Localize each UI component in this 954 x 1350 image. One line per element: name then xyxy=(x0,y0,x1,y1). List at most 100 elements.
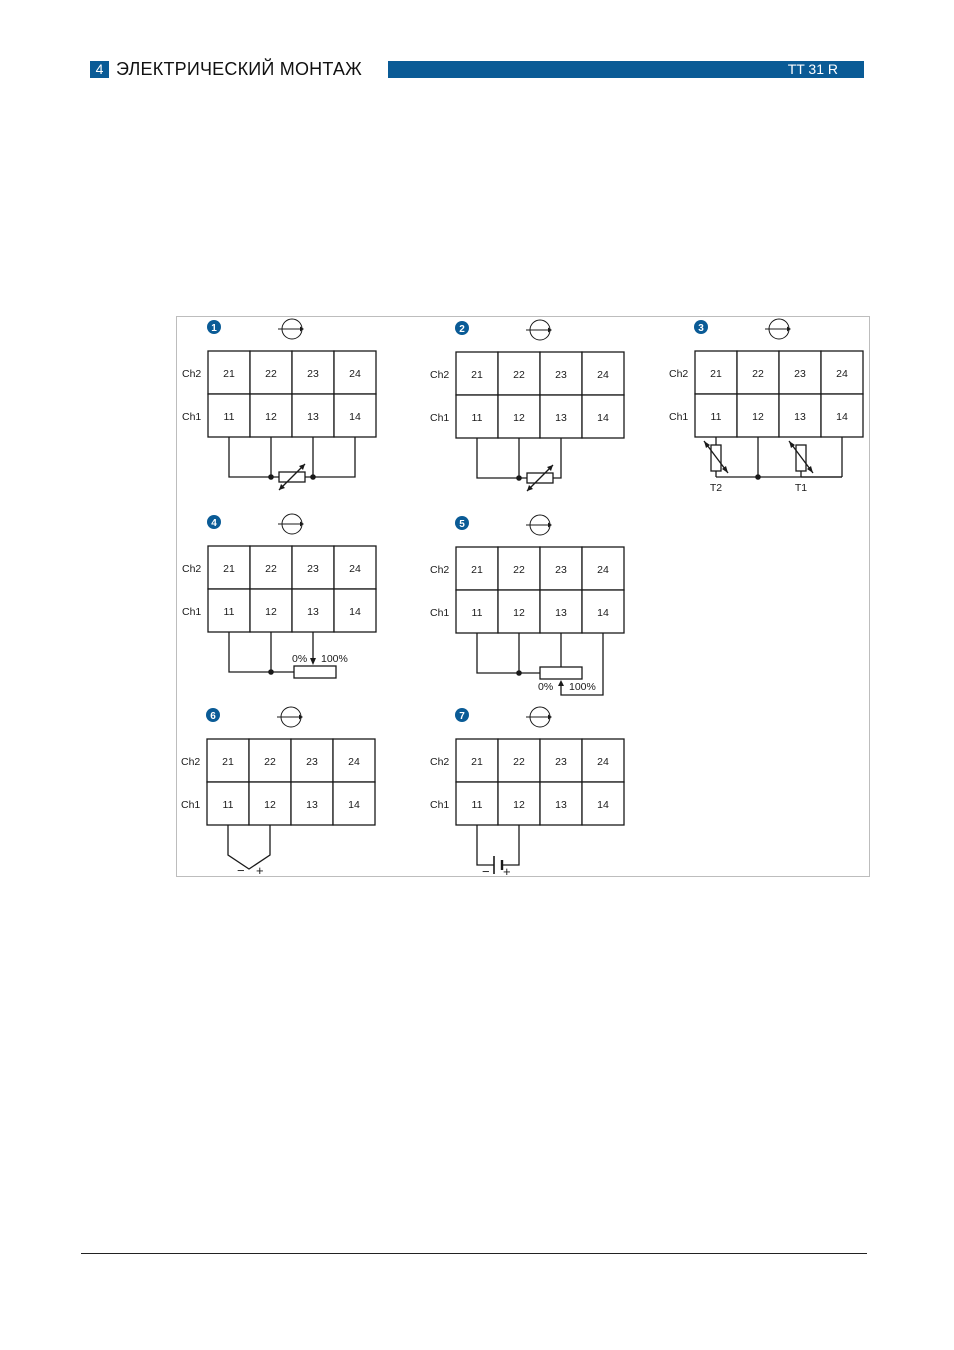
terminal-number: 22 xyxy=(752,368,764,380)
terminal-number: 14 xyxy=(597,607,609,619)
terminal-number: 11 xyxy=(224,411,235,423)
wire xyxy=(229,632,271,672)
terminal-number: 24 xyxy=(349,368,361,380)
potentiometer xyxy=(540,667,582,679)
footer-rule xyxy=(81,1253,867,1254)
model-name: TT 31 R xyxy=(788,61,838,78)
section-title: ЭЛЕКТРИЧЕСКИЙ МОНТАЖ xyxy=(116,59,362,79)
potentiometer-label-100: 100% xyxy=(321,653,348,665)
potentiometer-label-0: 0% xyxy=(292,653,307,665)
wiper-arrow xyxy=(558,680,564,686)
wiring-diagram-svg: 1Ch2Ch121112212231324142Ch2Ch12111221223… xyxy=(177,317,871,878)
terminal-number: 21 xyxy=(710,368,722,380)
terminal-number: 21 xyxy=(223,563,235,575)
terminal-number: 12 xyxy=(752,411,764,423)
terminal-number: 14 xyxy=(349,411,361,423)
terminal-number: 12 xyxy=(264,799,276,811)
terminal-number: 23 xyxy=(555,369,567,381)
terminal-number: 24 xyxy=(597,369,609,381)
terminal-number: 14 xyxy=(597,412,609,424)
diagram-number: 4 xyxy=(211,518,217,529)
terminal-number: 13 xyxy=(307,411,319,423)
row-label-ch2: Ch2 xyxy=(182,368,201,380)
terminal-number: 14 xyxy=(348,799,360,811)
junction-dot xyxy=(310,474,316,480)
row-label-ch1: Ch1 xyxy=(181,799,200,811)
terminal-number: 13 xyxy=(307,606,319,618)
wiring-diagram-2: 2Ch2Ch1 21 11 22 12 23 13 24 14 xyxy=(430,320,624,491)
terminal-number: 24 xyxy=(836,368,848,380)
row-label-ch2: Ch2 xyxy=(669,368,688,380)
diagram-number: 6 xyxy=(210,711,216,722)
terminal-number: 14 xyxy=(836,411,848,423)
terminal-number: 13 xyxy=(306,799,318,811)
wire xyxy=(502,825,519,865)
terminal-number: 11 xyxy=(472,799,483,811)
section-number-badge: 4 xyxy=(90,61,109,78)
terminal-number: 13 xyxy=(794,411,806,423)
terminal-number: 21 xyxy=(471,756,483,768)
junction-dot xyxy=(755,474,761,480)
row-label-ch1: Ch1 xyxy=(430,607,449,619)
terminal-number: 13 xyxy=(555,412,567,424)
terminal-number: 21 xyxy=(471,369,483,381)
sensor-label-t2: T2 xyxy=(710,482,722,494)
row-label-ch1: Ch1 xyxy=(182,606,201,618)
row-label-ch1: Ch1 xyxy=(669,411,688,423)
row-label-ch1: Ch1 xyxy=(430,412,449,424)
terminal-number: 23 xyxy=(307,563,319,575)
diagram-number: 5 xyxy=(459,519,465,530)
potentiometer-label-100: 100% xyxy=(569,681,596,693)
terminal-number: 23 xyxy=(307,368,319,380)
row-label-ch2: Ch2 xyxy=(430,369,449,381)
polarity-plus: + xyxy=(256,863,264,878)
wire xyxy=(477,825,494,865)
terminal-number: 13 xyxy=(555,607,567,619)
terminal-number: 12 xyxy=(513,607,525,619)
wire xyxy=(229,437,271,477)
row-label-ch2: Ch2 xyxy=(181,756,200,768)
wire xyxy=(313,437,355,477)
row-label-ch1: Ch1 xyxy=(430,799,449,811)
terminal-number: 23 xyxy=(555,564,567,576)
terminal-number: 22 xyxy=(513,369,525,381)
terminal-number: 11 xyxy=(472,412,483,424)
row-label-ch2: Ch2 xyxy=(182,563,201,575)
terminal-number: 24 xyxy=(349,563,361,575)
junction-dot xyxy=(516,670,522,676)
terminal-number: 11 xyxy=(224,606,235,618)
terminal-number: 12 xyxy=(265,606,277,618)
terminal-number: 22 xyxy=(513,564,525,576)
junction-dot xyxy=(268,474,274,480)
terminal-number: 21 xyxy=(223,368,235,380)
row-label-ch2: Ch2 xyxy=(430,756,449,768)
thermocouple-wire xyxy=(228,825,270,869)
terminal-number: 22 xyxy=(265,368,277,380)
sensor-label-t1: T1 xyxy=(795,482,807,494)
terminal-number: 24 xyxy=(597,564,609,576)
diagram-number: 2 xyxy=(459,324,465,335)
terminal-number: 14 xyxy=(597,799,609,811)
terminal-number: 23 xyxy=(306,756,318,768)
diagram-number: 7 xyxy=(459,711,465,722)
terminal-number: 21 xyxy=(222,756,234,768)
terminal-number: 13 xyxy=(555,799,567,811)
terminal-number: 12 xyxy=(513,412,525,424)
diagram-number: 3 xyxy=(698,323,704,334)
header-bar: TT 31 R xyxy=(388,61,864,78)
terminal-number: 23 xyxy=(794,368,806,380)
terminal-number: 11 xyxy=(223,799,234,811)
terminal-number: 22 xyxy=(265,563,277,575)
terminal-number: 24 xyxy=(348,756,360,768)
row-label-ch2: Ch2 xyxy=(430,564,449,576)
potentiometer-label-0: 0% xyxy=(538,681,553,693)
terminal-number: 11 xyxy=(711,411,722,423)
polarity-minus: − xyxy=(237,863,245,878)
potentiometer xyxy=(294,666,336,678)
row-label-ch1: Ch1 xyxy=(182,411,201,423)
